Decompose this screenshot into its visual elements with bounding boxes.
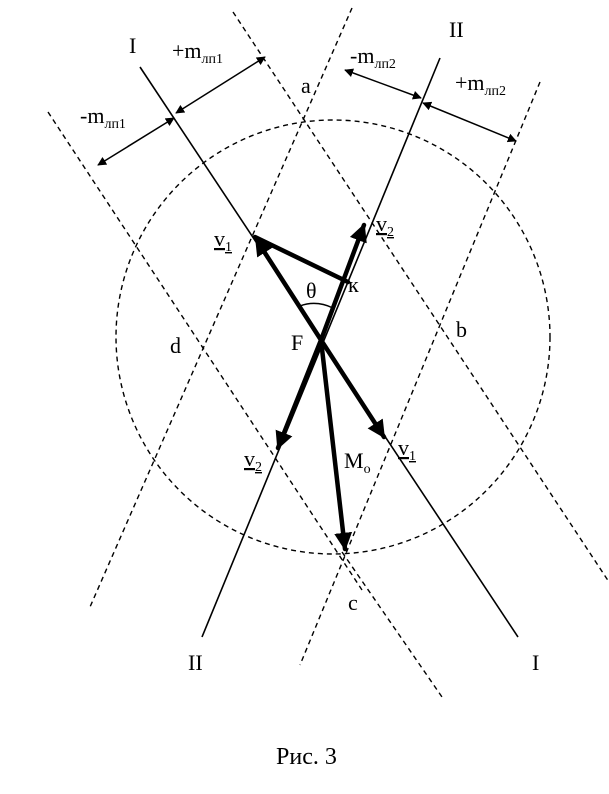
label-v1-lower: v1 <box>398 435 416 464</box>
label-point-c: c <box>348 590 358 615</box>
vector-M0 <box>318 337 353 552</box>
theta-arc <box>299 302 334 309</box>
label-plus-m1: +mлп1 <box>172 38 223 67</box>
dim-arrow-minus-m2 <box>344 68 422 100</box>
vector-v2-lower <box>275 337 324 451</box>
label-plus-m2: +mлп2 <box>455 70 506 99</box>
dashed-line-I-right <box>232 11 609 583</box>
label-point-k: к <box>348 272 359 297</box>
label-point-b: b <box>456 317 467 342</box>
label-M0: Mo <box>344 448 371 477</box>
dashed-line-II-left <box>89 7 353 608</box>
label-line-I-top: I <box>129 33 136 58</box>
label-v2-upper: v2 <box>376 211 394 240</box>
label-point-d: d <box>170 333 181 358</box>
label-theta: θ <box>306 278 317 303</box>
vector-v1-upper <box>253 236 324 343</box>
vector-v2-upper <box>318 222 367 343</box>
figure-caption: Рис. 3 <box>276 744 337 770</box>
label-point-F: F <box>291 330 303 355</box>
dim-arrow-plus-m2 <box>422 101 517 143</box>
dashed-line-c-extension <box>341 551 443 698</box>
label-v2-lower: v2 <box>244 446 262 475</box>
label-line-II-top: II <box>449 17 464 42</box>
label-line-I-bottom: I <box>532 650 539 675</box>
dim-arrow-minus-m1 <box>97 117 175 166</box>
dim-arrow-plus-m1 <box>175 56 266 114</box>
label-minus-m2: -mлп2 <box>350 43 396 72</box>
label-v1-upper: v1 <box>214 226 232 255</box>
vector-v1-lower <box>318 337 387 440</box>
label-line-II-bottom: II <box>188 650 203 675</box>
label-minus-m1: -mлп1 <box>80 103 126 132</box>
dashed-circle <box>115 119 551 555</box>
dashed-line-II-right <box>299 81 541 666</box>
label-point-a: a <box>301 73 311 98</box>
